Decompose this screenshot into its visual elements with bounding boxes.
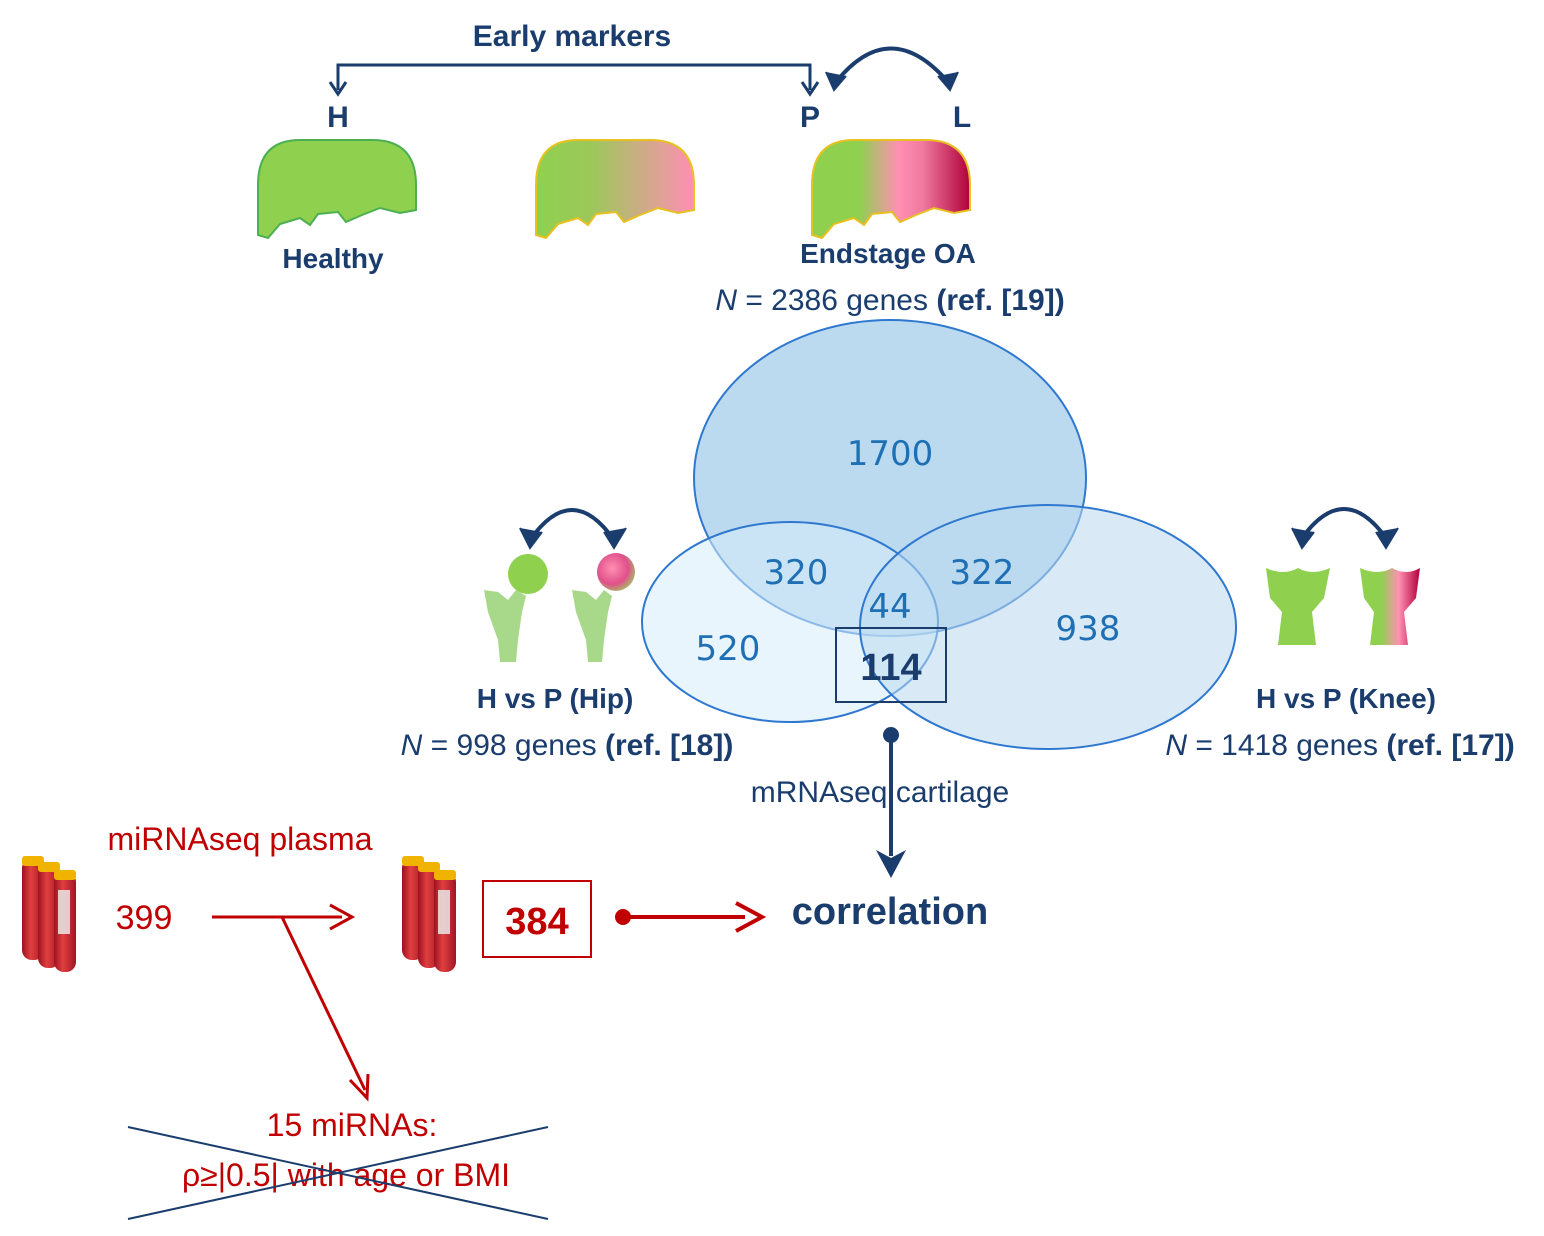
correlation-label: correlation [792,891,988,933]
healthy-cartilage-icon [257,139,417,240]
excluded-cross [127,1126,549,1220]
kept-count: 384 [505,901,568,943]
kept-count-box [482,880,592,958]
hip-icons [484,508,635,662]
knee-n-text: N = 1418 genes (ref. [17]) [1165,729,1514,762]
endstage-cartilage-icon [811,139,971,240]
venn-endstage-only: 1700 [847,434,934,474]
filter-arrows [212,903,370,1102]
endstage-n-text: N = 2386 genes (ref. [19]) [715,284,1064,317]
venn-hip-knee: 114 [860,647,921,689]
hip-title: H vs P (Hip) [477,683,634,714]
knee-icons [1266,507,1420,645]
venn-114-box [835,627,947,703]
label-p: P [800,101,820,134]
mrnaseq-label: mRNAseq cartilage [751,776,1009,809]
hip-n-text: N = 998 genes (ref. [18]) [401,729,734,762]
start-count: 399 [116,899,173,937]
venn-knee-only: 938 [1056,609,1121,649]
venn-diagram [641,319,1237,750]
early-markers-label: Early markers [473,20,672,53]
healthy-label: Healthy [282,243,384,274]
venn-hip-endstage: 320 [764,553,829,593]
endstage-label: Endstage OA [800,238,976,269]
venn-knee-endstage: 322 [950,553,1015,593]
label-l: L [953,101,971,134]
blood-tubes-left-icon [22,856,76,972]
intermediate-cartilage-icon [535,139,695,240]
venn-hip-only: 520 [696,629,761,669]
mirnaseq-label: miRNAseq plasma [108,821,373,857]
blood-tubes-right-icon [402,856,456,972]
early-markers-bracket [328,63,820,97]
mirna-to-correlation-arrow [615,901,767,933]
mrnaseq-arrow [876,727,906,878]
excluded-line1: 15 miRNAs: [267,1107,438,1143]
venn-center: 44 [868,587,911,627]
p-l-curved-arrow [825,46,959,92]
label-h: H [327,101,349,134]
knee-title: H vs P (Knee) [1256,683,1436,714]
